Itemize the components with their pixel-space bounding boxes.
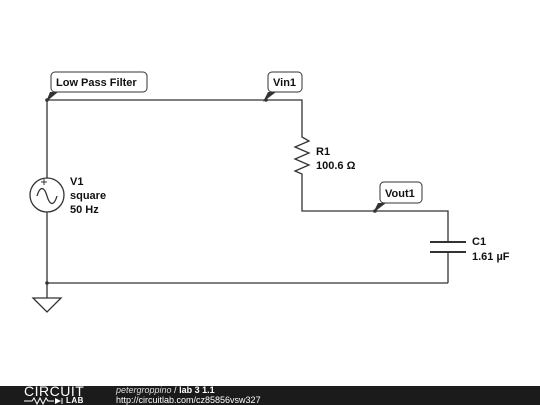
- net-label-vout1-text: Vout1: [385, 188, 415, 200]
- footer-username[interactable]: petergroppino: [116, 385, 172, 395]
- junction-dot: [45, 281, 49, 285]
- sine-source-icon: [29, 177, 65, 213]
- logo-text-circuit: CIRCUIT: [24, 383, 85, 399]
- junction-dot: [45, 98, 49, 102]
- footer-bar: CIRCUIT LAB petergroppino / lab 3 1.1 ht…: [0, 383, 540, 405]
- footer-circuit-title[interactable]: lab 3 1.1: [179, 385, 215, 395]
- net-label-vin1-text: Vin1: [273, 77, 296, 89]
- net-label-vin1[interactable]: Vin1: [263, 71, 303, 102]
- circuitlab-logo-icon[interactable]: CIRCUIT LAB: [24, 383, 94, 405]
- c1-name: C1: [472, 236, 486, 248]
- net-label-low-pass-filter-text: Low Pass Filter: [56, 77, 137, 89]
- v1-name: V1: [70, 176, 83, 188]
- footer-separator: /: [171, 385, 180, 395]
- junction-dot: [373, 209, 377, 213]
- ground-icon: [31, 297, 63, 313]
- net-label-low-pass-filter[interactable]: Low Pass Filter: [46, 71, 148, 102]
- footer-info: petergroppino / lab 3 1.1 http://circuit…: [116, 385, 261, 405]
- wires: [46, 99, 449, 298]
- net-label-vout1[interactable]: Vout1: [373, 181, 423, 213]
- v1-type: square: [70, 190, 106, 202]
- logo-text-lab: LAB: [66, 396, 84, 405]
- r1-name: R1: [316, 146, 330, 158]
- v1-frequency: 50 Hz: [70, 204, 99, 216]
- logo-resistor-glyph: [24, 397, 63, 405]
- r1-value: 100.6 Ω: [316, 160, 356, 172]
- schematic-canvas: V1 square 50 Hz R1 100.6 Ω C1 1.61 µF Lo…: [29, 71, 510, 313]
- c1-value: 1.61 µF: [472, 251, 510, 263]
- resistor-icon: [293, 132, 311, 178]
- capacitor-icon: [430, 241, 466, 253]
- footer-url[interactable]: http://circuitlab.com/cz85856vsw327: [116, 394, 261, 405]
- junction-dot: [264, 98, 268, 102]
